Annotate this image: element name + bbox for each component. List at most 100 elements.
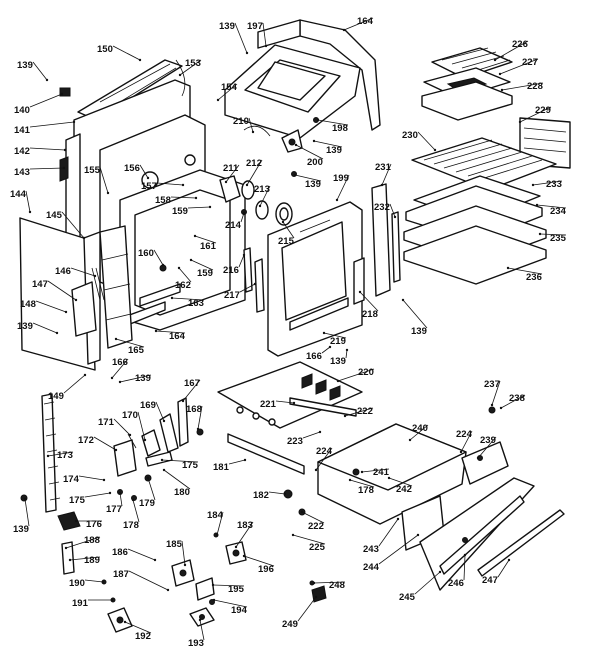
- callout-arrowhead-224: [459, 450, 463, 454]
- callout-number: 141: [14, 125, 31, 136]
- callout-leader-243: [378, 518, 399, 547]
- callout-leader-249: [297, 596, 317, 622]
- callout-arrowhead-165: [114, 337, 118, 341]
- callout-arrowhead-239: [476, 456, 480, 460]
- callout-number: 232: [374, 202, 390, 213]
- callout-leader-167: [182, 379, 201, 402]
- callout-number: 192: [135, 631, 151, 642]
- callout-arrowhead-196: [242, 554, 246, 558]
- callout-number: 237: [484, 379, 500, 390]
- callout-number: 185: [166, 539, 183, 550]
- callout-arrowhead-166: [110, 376, 114, 380]
- callout-leader-146: [70, 267, 96, 277]
- callout-leader-145: [61, 211, 85, 239]
- side-panel-right: [371, 183, 401, 297]
- callout-number: 139: [330, 356, 346, 367]
- callout-number: 189: [84, 555, 100, 566]
- callout-number: 184: [207, 510, 224, 521]
- callout-arrowhead-197: [264, 44, 268, 48]
- callout-arrowhead-140: [60, 92, 64, 96]
- callout-arrowhead-176: [74, 519, 78, 523]
- callout-number: 139: [17, 60, 33, 71]
- callout-number: 170: [122, 410, 138, 421]
- callout-arrowhead-198: [316, 118, 320, 122]
- callout-arrowhead-164: [154, 329, 158, 333]
- callout-number: 169: [140, 400, 156, 411]
- callout-number: 215: [278, 236, 295, 247]
- callout-number: 153: [185, 58, 201, 69]
- callout-number: 220: [358, 367, 374, 378]
- callout-arrowhead-144: [28, 210, 32, 214]
- part-176-latch-tip: [57, 511, 81, 531]
- callout-leader-163: [171, 297, 205, 301]
- callout-number: 234: [550, 206, 567, 217]
- callout-number: 212: [246, 158, 262, 169]
- part-168-screw: [196, 428, 204, 436]
- callout-leader-196: [243, 555, 275, 567]
- callout-arrowhead-227: [498, 72, 502, 76]
- callout-arrowhead-170: [143, 438, 147, 442]
- callout-arrowhead-179: [146, 476, 150, 480]
- callout-number: 157: [141, 181, 157, 192]
- callout-leader-165: [115, 338, 145, 348]
- callout-arrowhead-238: [499, 406, 503, 410]
- callout-leader-179: [147, 477, 156, 501]
- callout-arrowhead-141: [72, 120, 76, 124]
- manifold-assembly: [217, 361, 363, 499]
- callout-number: 161: [200, 241, 217, 252]
- part-181-rail: [227, 433, 305, 475]
- callout-arrowhead-164: [342, 28, 346, 32]
- callout-arrowhead-139: [23, 497, 27, 501]
- callout-leader-244: [378, 534, 419, 565]
- callout-leader-158: [170, 196, 197, 199]
- callout-arrowhead-157: [181, 183, 185, 187]
- callout-leader-190: [84, 579, 104, 583]
- part-231-side-panel: [371, 183, 391, 297]
- callout-leader-144: [25, 190, 31, 213]
- callout-number: 144: [10, 189, 27, 200]
- callout-arrowhead-234: [535, 203, 539, 207]
- callout-leader-139: [313, 140, 343, 148]
- callout-arrowhead-139: [312, 139, 316, 143]
- callout-leader-193: [199, 619, 205, 641]
- callout-number: 176: [86, 519, 102, 530]
- callout-arrowhead-241: [360, 470, 364, 474]
- callout-arrowhead-162: [177, 266, 181, 270]
- callout-number: 244: [363, 562, 380, 573]
- callout-number: 229: [535, 105, 551, 116]
- callout-number: 200: [307, 157, 323, 168]
- callout-leader-147: [47, 280, 77, 301]
- callout-leader-218: [359, 291, 379, 312]
- callout-arrowhead-143: [62, 166, 66, 170]
- callout-number: 247: [482, 575, 498, 586]
- callout-arrowhead-160: [161, 263, 165, 267]
- callout-arrowhead-237: [490, 403, 494, 407]
- callout-arrowhead-229: [518, 120, 522, 124]
- callout-number: 140: [14, 105, 30, 116]
- callout-arrowhead-139: [45, 78, 49, 82]
- callout-leader-175: [161, 459, 199, 463]
- callout-number: 199: [333, 173, 349, 184]
- callout-number: 174: [63, 474, 80, 485]
- callout-leader-241: [361, 468, 390, 473]
- callout-leader-141: [29, 121, 75, 128]
- callout-number: 163: [188, 298, 204, 309]
- callout-leader-140: [29, 93, 63, 108]
- part-241-slide-stop: [352, 468, 360, 476]
- part-188-bracket: [61, 541, 75, 575]
- callout-arrowhead-212: [245, 183, 249, 187]
- callout-leader-224: [315, 447, 333, 471]
- part-163-bottom-rail: [139, 283, 181, 307]
- callout-arrowhead-221: [292, 401, 296, 405]
- callout-leader-199: [336, 174, 350, 201]
- callout-arrowhead-191: [110, 598, 114, 602]
- callout-arrowhead-171: [128, 433, 132, 437]
- part-210-tube: [243, 125, 271, 137]
- callout-number: 216: [223, 265, 239, 276]
- callout-number: 226: [512, 39, 528, 50]
- callout-leader-164: [155, 330, 186, 334]
- part-246-handle-screw: [462, 537, 468, 543]
- callout-number: 179: [139, 498, 155, 509]
